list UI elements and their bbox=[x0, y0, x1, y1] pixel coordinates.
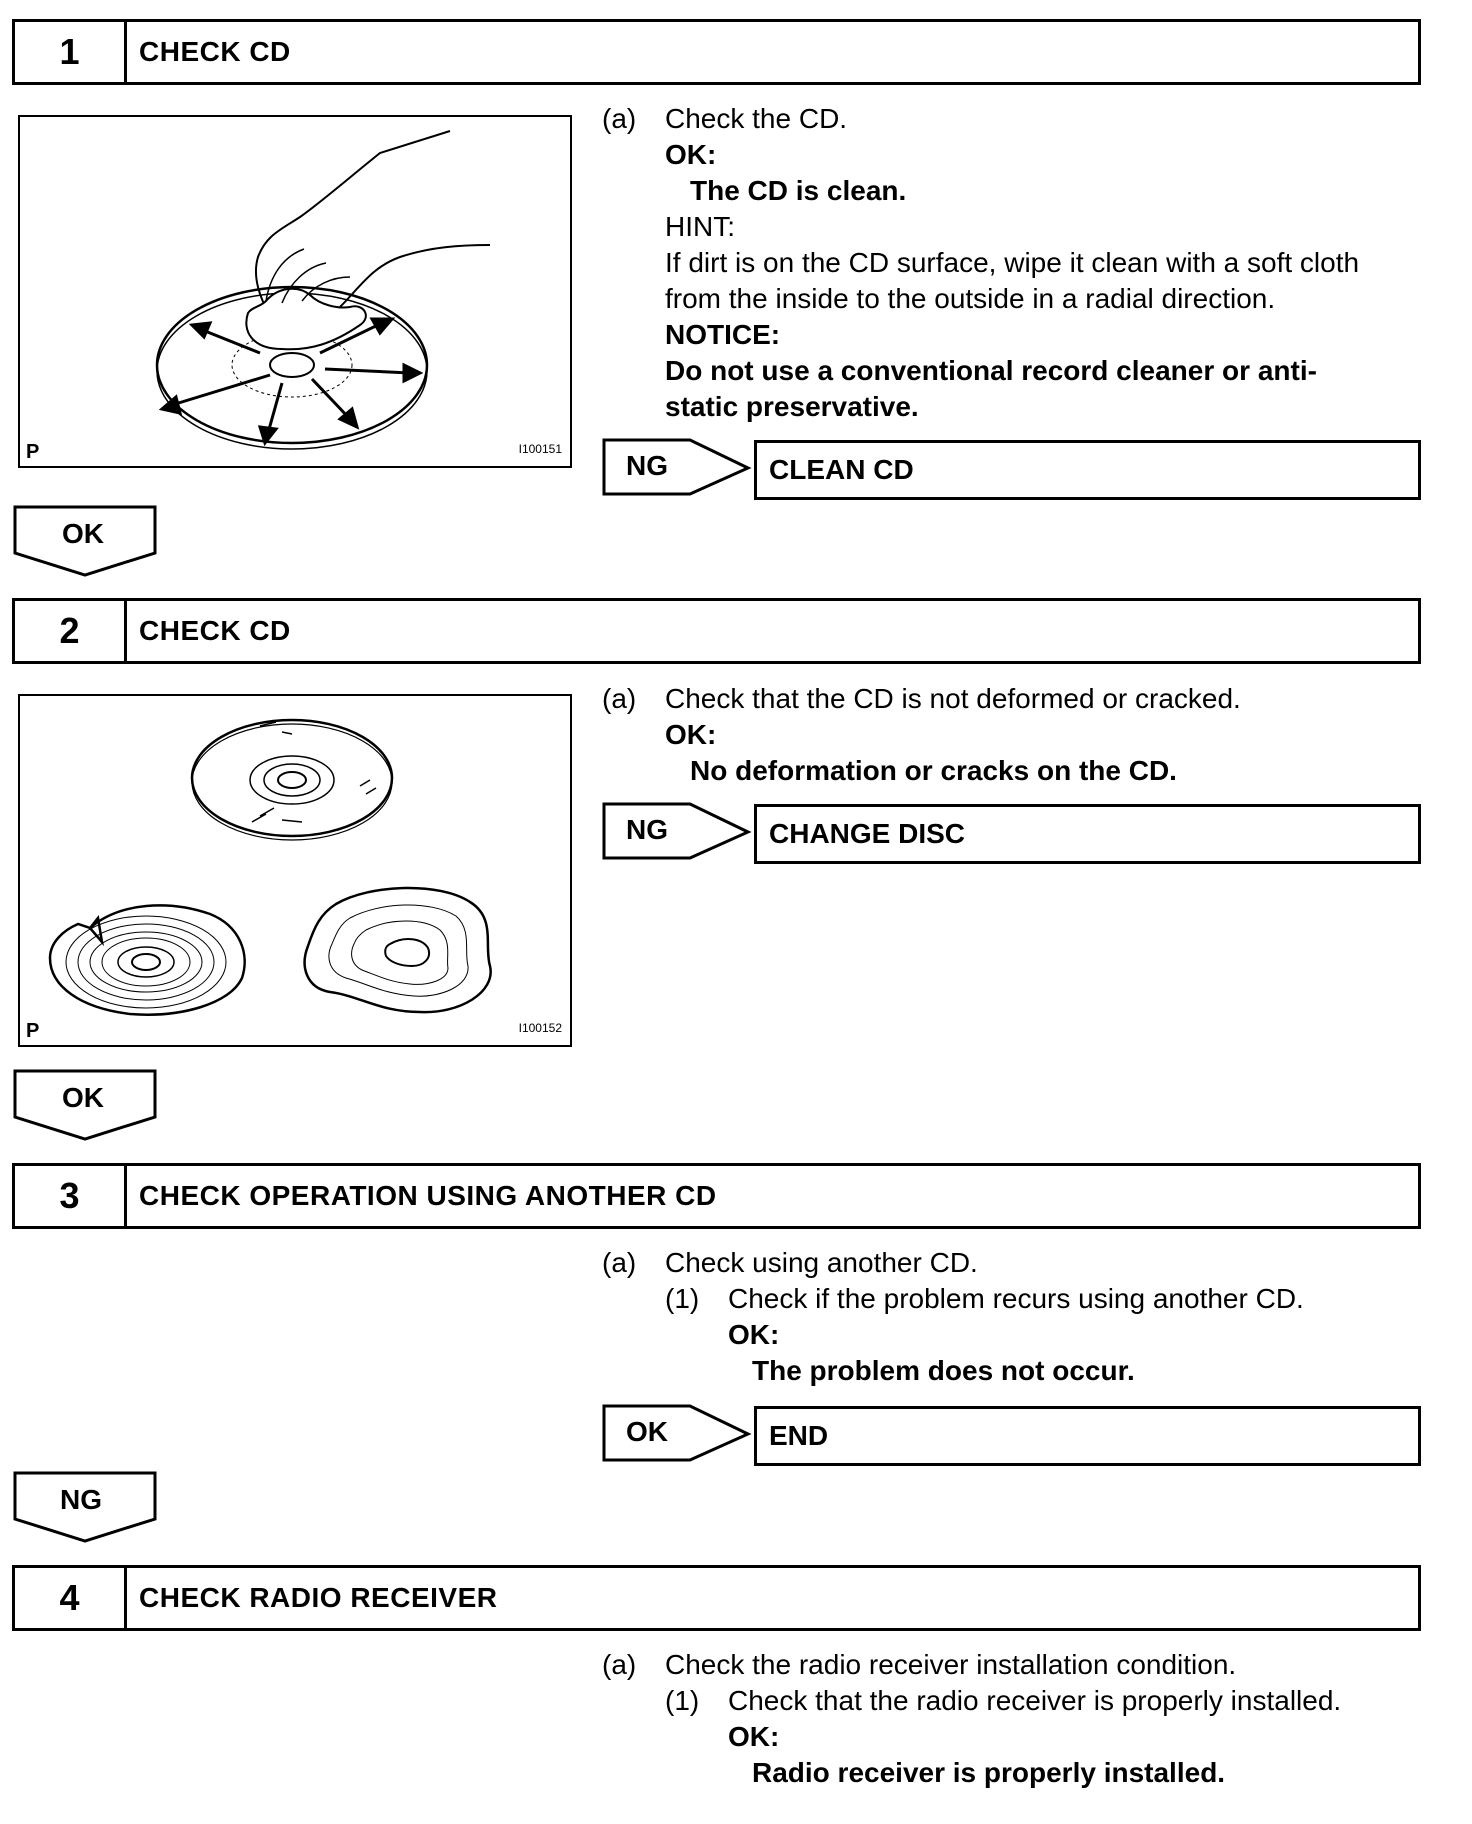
step-marker: (a) bbox=[602, 683, 637, 714]
down-arrow-icon bbox=[13, 505, 157, 577]
step-4-number: 4 bbox=[15, 1568, 127, 1628]
step-2-header: 2 CHECK CD bbox=[12, 598, 1421, 664]
ok-criterion: No deformation or cracks on the CD. bbox=[690, 755, 1177, 786]
hint-label: HINT: bbox=[665, 211, 735, 242]
ok-label: OK: bbox=[665, 719, 717, 750]
next-step-label: OK bbox=[62, 1082, 104, 1113]
hint-text: If dirt is on the CD surface, wipe it cl… bbox=[665, 247, 1360, 278]
step-3-number: 3 bbox=[15, 1166, 127, 1226]
down-arrow-icon bbox=[13, 1069, 157, 1141]
step-1-header: 1 CHECK CD bbox=[12, 19, 1421, 85]
notice-text: Do not use a conventional record cleaner… bbox=[665, 355, 1317, 386]
step-1-number: 1 bbox=[15, 22, 127, 82]
next-step-label: OK bbox=[62, 518, 104, 549]
step-marker: (a) bbox=[602, 103, 637, 134]
step-marker: (a) bbox=[602, 1649, 637, 1680]
hint-text: from the inside to the outside in a radi… bbox=[665, 283, 1276, 314]
sub-step-marker: (1) bbox=[665, 1283, 700, 1314]
damaged-cd-illustration bbox=[48, 718, 492, 1016]
ok-label: OK: bbox=[728, 1319, 780, 1350]
step-marker: (a) bbox=[602, 1247, 637, 1278]
step-1-figure: P I100151 bbox=[18, 115, 572, 468]
ok-criterion: The CD is clean. bbox=[690, 175, 907, 206]
ok-label: OK: bbox=[665, 139, 717, 170]
step-2-result-box: CHANGE DISC bbox=[754, 804, 1421, 864]
step-3-header: 3 CHECK OPERATION USING ANOTHER CD bbox=[12, 1163, 1421, 1229]
branch-label: NG bbox=[626, 814, 668, 845]
down-arrow-icon bbox=[13, 1471, 157, 1543]
ok-criterion: Radio receiver is properly installed. bbox=[752, 1757, 1226, 1788]
step-2-number: 2 bbox=[15, 601, 127, 661]
figure-label: P bbox=[26, 441, 40, 463]
step-1-title: CHECK CD bbox=[139, 36, 291, 67]
ok-criterion: The problem does not occur. bbox=[752, 1355, 1135, 1386]
branch-label: OK bbox=[626, 1416, 668, 1447]
branch-arrow-icon bbox=[602, 438, 752, 496]
branch-label: NG bbox=[626, 450, 668, 481]
instruction-line: Check the radio receiver installation co… bbox=[665, 1649, 1237, 1680]
next-step-label: NG bbox=[60, 1484, 102, 1515]
branch-arrow-icon bbox=[602, 802, 752, 860]
sub-step-marker: (1) bbox=[665, 1685, 700, 1716]
instruction-line: Check that the CD is not deformed or cra… bbox=[665, 683, 1241, 714]
step-2-figure: P I100152 bbox=[18, 694, 572, 1047]
instruction-line: Check using another CD. bbox=[665, 1247, 978, 1278]
figure-label: P bbox=[26, 1020, 40, 1042]
step-4-title: CHECK RADIO RECEIVER bbox=[139, 1582, 498, 1613]
notice-label: NOTICE: bbox=[665, 319, 781, 350]
step-4-header: 4 CHECK RADIO RECEIVER bbox=[12, 1565, 1421, 1631]
cd-wipe-illustration bbox=[155, 130, 491, 450]
step-1-result-box: CLEAN CD bbox=[754, 440, 1421, 500]
ok-label: OK: bbox=[728, 1721, 780, 1752]
figure-id: I100152 bbox=[518, 1021, 562, 1035]
instruction-line: Check that the radio receiver is properl… bbox=[728, 1685, 1342, 1716]
instruction-line: Check the CD. bbox=[665, 103, 848, 134]
step-3-title: CHECK OPERATION USING ANOTHER CD bbox=[139, 1180, 717, 1211]
branch-arrow-icon bbox=[602, 1404, 752, 1462]
step-3-result-box: END bbox=[754, 1406, 1421, 1466]
figure-id: I100151 bbox=[518, 442, 562, 456]
instruction-line: Check if the problem recurs using anothe… bbox=[728, 1283, 1304, 1314]
notice-text: static preservative. bbox=[665, 391, 919, 422]
step-2-title: CHECK CD bbox=[139, 615, 291, 646]
